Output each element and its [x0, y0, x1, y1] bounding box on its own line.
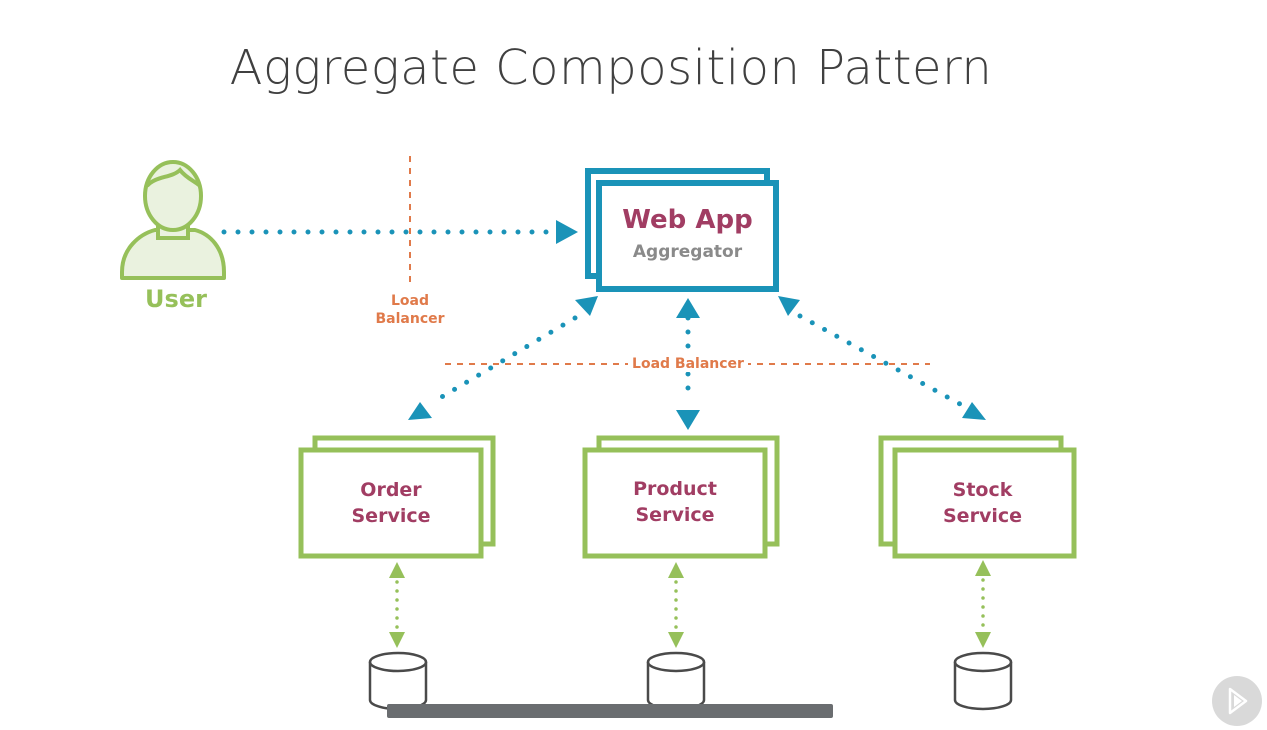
load-balancer-vertical-line1: Load	[390, 293, 429, 309]
database-icon	[368, 651, 428, 711]
order-service-label: Order Service	[301, 477, 481, 529]
database-icon	[953, 651, 1013, 711]
webapp-stock-arrowhead-top	[778, 296, 800, 316]
stock-service-label: Stock Service	[895, 477, 1070, 529]
user-icon	[120, 160, 226, 280]
load-balancer-vertical-label: Load Balancer	[360, 292, 460, 328]
order-service-box	[298, 435, 496, 559]
stock-service-line2: Service	[943, 505, 1022, 527]
webapp-product-arrowhead-bottom	[676, 410, 700, 430]
order-db-connector	[389, 562, 405, 648]
product-db-connector	[668, 562, 684, 648]
product-service-box	[582, 435, 780, 559]
webapp-stock-arrowhead-bottom	[962, 402, 986, 420]
webapp-order-arrowhead-top	[575, 296, 598, 316]
load-balancer-horizontal-label: Load Balancer	[628, 356, 748, 372]
webapp-product-arrowhead-top	[676, 298, 700, 318]
product-service-line1: Product	[633, 478, 717, 500]
database-icon	[646, 651, 706, 711]
load-balancer-vertical-line2: Balancer	[375, 311, 445, 327]
order-service-line2: Service	[351, 505, 431, 527]
product-service-line2: Service	[635, 504, 715, 526]
video-progress-bar[interactable]	[387, 704, 833, 718]
slide-title: Aggregate Composition Pattern	[229, 40, 993, 96]
webapp-order-arrowhead-bottom	[408, 402, 432, 420]
web-app-subtitle: Aggregator	[632, 242, 743, 262]
order-service-line1: Order	[360, 479, 422, 501]
play-icon	[1228, 687, 1248, 715]
web-app-box	[585, 168, 779, 292]
stock-service-box	[878, 435, 1077, 559]
play-button[interactable]	[1212, 676, 1262, 726]
stock-service-line1: Stock	[952, 479, 1013, 501]
product-service-label: Product Service	[585, 476, 765, 528]
stock-db-connector	[975, 560, 991, 648]
webapp-stock-connector	[797, 313, 963, 407]
user-label: User	[145, 285, 207, 313]
user-to-webapp-arrowhead	[556, 220, 578, 244]
web-app-title: Web App	[622, 205, 753, 235]
webapp-order-connector	[437, 315, 578, 401]
